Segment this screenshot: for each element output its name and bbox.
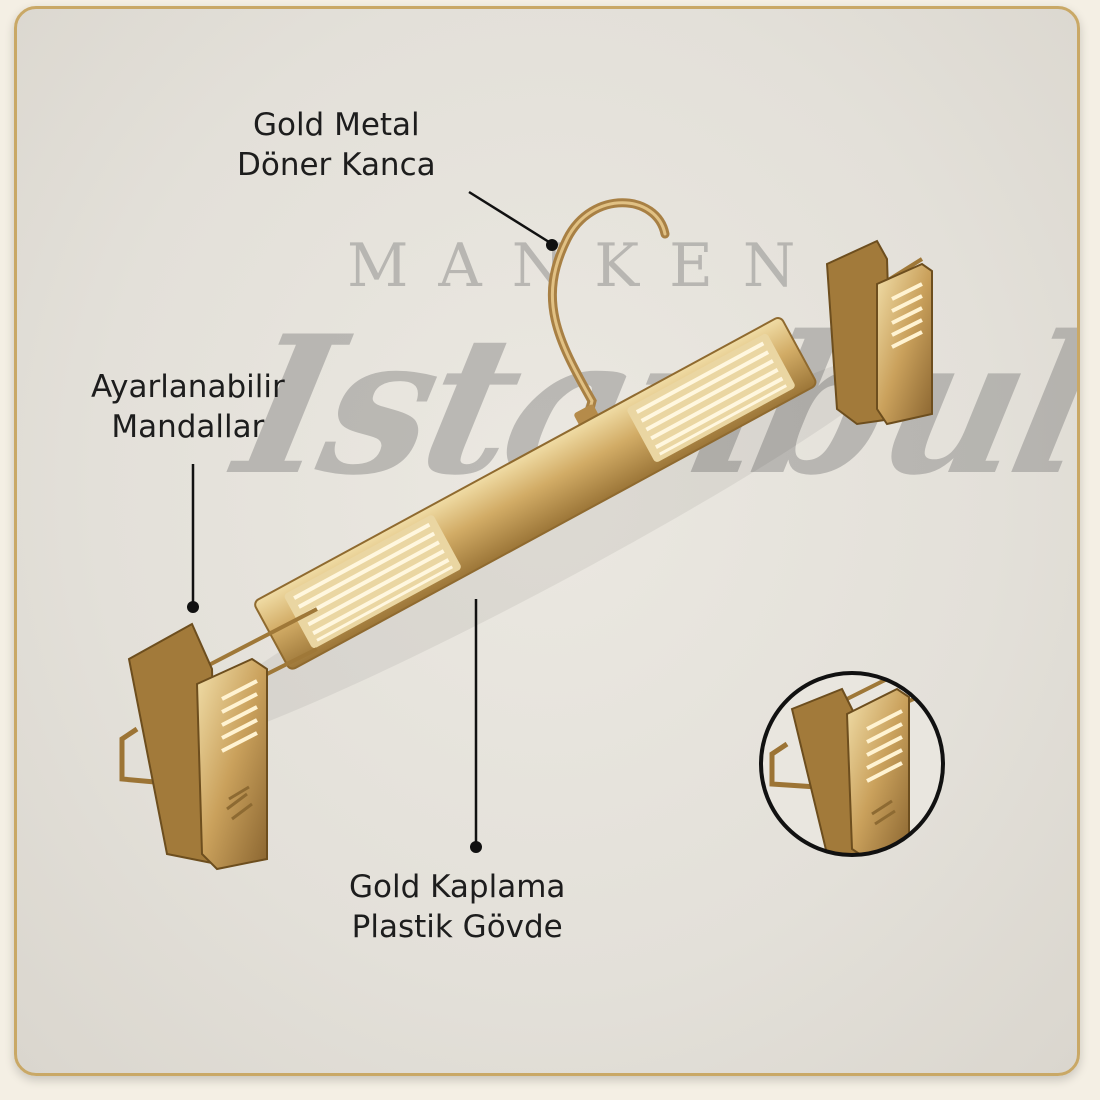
callout-hook-line1: Gold Metal bbox=[252, 107, 420, 143]
callout-line-hook bbox=[468, 190, 558, 251]
callout-hook-line2: Döner Kanca bbox=[237, 147, 436, 183]
right-clip bbox=[825, 239, 933, 426]
callout-clips-label: Ayarlanabilir Mandallar bbox=[91, 367, 285, 447]
callout-clips-line2: Mandallar bbox=[111, 409, 265, 445]
callout-hook-label: Gold Metal Döner Kanca bbox=[237, 105, 436, 185]
callout-line-clips bbox=[187, 464, 199, 613]
watermark-manken: MANKEN bbox=[347, 231, 826, 301]
callout-body-label: Gold Kaplama Plastik Gövde bbox=[349, 867, 565, 947]
callout-body-line2: Plastik Gövde bbox=[351, 909, 563, 945]
hanger-illustration bbox=[119, 190, 945, 871]
product-image-frame: MANKEN Istanbul bbox=[14, 6, 1080, 1076]
ribbed-section-left bbox=[284, 515, 461, 649]
ribbed-section-right bbox=[627, 333, 795, 462]
clip-detail-zoom bbox=[759, 671, 945, 857]
hanger-body bbox=[254, 317, 817, 670]
callout-line-body bbox=[470, 599, 482, 853]
callout-body-line1: Gold Kaplama bbox=[349, 869, 566, 905]
hanger-shadow bbox=[165, 348, 909, 750]
callout-clips-line1: Ayarlanabilir bbox=[91, 369, 285, 405]
left-clip bbox=[119, 622, 268, 871]
